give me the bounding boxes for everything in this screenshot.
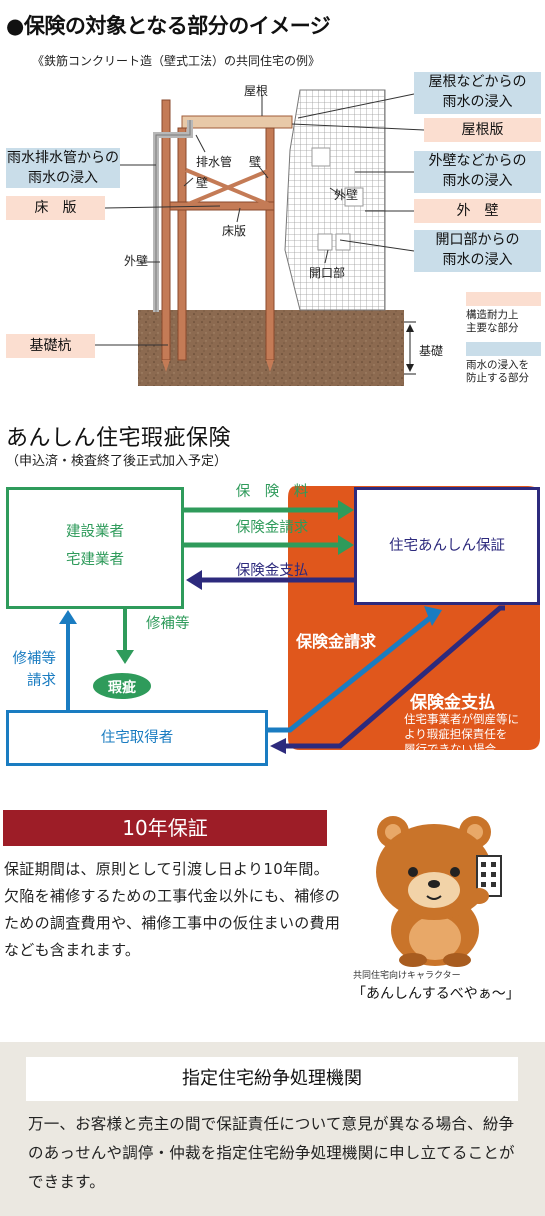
callout-outer-wall: 外 壁 xyxy=(414,199,541,223)
window-mid xyxy=(344,187,364,207)
builder-box: 建設業者 宅建業者 xyxy=(6,487,184,609)
insurer-box: 住宅あんしん保証 xyxy=(354,487,540,605)
defect-badge-shape xyxy=(91,671,153,701)
section1-subtitle: 《鉄筋コンクリート造（壁式工法）の共同住宅の例》 xyxy=(32,54,321,68)
column-left xyxy=(161,99,171,361)
repair-request-line1: 修補等 xyxy=(12,651,57,667)
callout-rain-wall-line1: 外壁などからの xyxy=(428,153,527,169)
outer-wall-mesh xyxy=(284,89,386,311)
orange-note: 住宅事業者が倒産等に より瑕疵担保責任を 履行できない場合 xyxy=(404,712,519,757)
warranty-title: 10年保証 xyxy=(3,810,327,846)
roof-slab xyxy=(181,115,293,129)
arrow-label-premium: 保 険 料 xyxy=(235,484,309,500)
orange-note-line2: より瑕疵担保責任を xyxy=(404,727,508,741)
opening-window-a xyxy=(317,233,333,251)
mascot-caption: 共同住宅向けキャラクター xyxy=(353,971,461,981)
callout-rain-roof-line1: 屋根などからの xyxy=(428,74,527,90)
legend-structural-line1: 構造耐力上 xyxy=(466,309,519,321)
legend-structural: 構造耐力上 主要な部分 xyxy=(466,309,519,335)
callout-rain-opening: 開口部からの 雨水の浸入 xyxy=(414,230,541,272)
callout-rain-roof-line2: 雨水の浸入 xyxy=(442,94,513,110)
orange-claim-label: 保険金請求 xyxy=(296,632,377,651)
orange-payment-label: 保険金支払 xyxy=(410,693,495,713)
label-wall-mid: 壁 xyxy=(196,176,209,190)
callout-rain-wall-line2: 雨水の浸入 xyxy=(442,173,513,189)
legend-rain: 雨水の浸入を 防止する部分 xyxy=(466,359,529,385)
dispute-title: 指定住宅紛争処理機関 xyxy=(26,1057,518,1101)
callout-rain-opening-line2: 雨水の浸入 xyxy=(442,252,513,268)
defect-badge-label: 瑕疵 xyxy=(108,680,136,696)
builder-label-1: 建設業者 xyxy=(66,524,124,540)
builder-label-2: 宅建業者 xyxy=(66,552,124,568)
callout-foundation-pile: 基礎杭 xyxy=(6,334,95,358)
legend-swatch-structural xyxy=(466,292,541,306)
callout-rain-wall: 外壁などからの 雨水の浸入 xyxy=(414,151,541,193)
arrow-label-claim: 保険金請求 xyxy=(235,520,309,536)
column-mid xyxy=(177,127,187,361)
callout-rain-drain-line1: 雨水排水管からの xyxy=(7,150,119,166)
section1-title: ●保険の対象となる部分のイメージ xyxy=(6,14,331,38)
arrow-label-payment: 保険金支払 xyxy=(235,563,309,579)
callout-rain-drain: 雨水排水管からの 雨水の浸入 xyxy=(6,148,120,188)
label-opening: 開口部 xyxy=(309,266,346,280)
mascot-name: 「あんしんするべやぁ〜」 xyxy=(352,986,520,1002)
building-diagram xyxy=(95,89,425,386)
repair-request-line2: 請求 xyxy=(27,673,56,689)
legend-rain-line2: 防止する部分 xyxy=(466,372,529,384)
arrow-label-repair: 修補等 xyxy=(146,616,190,632)
label-roof: 屋根 xyxy=(244,84,269,98)
opening-window-b xyxy=(335,233,351,251)
buyer-label: 住宅取得者 xyxy=(100,730,174,746)
legend-structural-line2: 主要な部分 xyxy=(466,322,519,334)
bear-mascot xyxy=(376,816,502,967)
insurer-label: 住宅あんしん保証 xyxy=(389,538,505,554)
floor-slab xyxy=(169,201,275,211)
legend-rain-line1: 雨水の浸入を xyxy=(466,359,529,371)
buyer-box: 住宅取得者 xyxy=(6,710,268,766)
section2-title: あんしん住宅瑕疵保険 xyxy=(6,426,232,451)
callout-rain-roof: 屋根などからの 雨水の浸入 xyxy=(414,72,541,114)
label-outer-wall-left: 外壁 xyxy=(124,254,149,268)
label-foundation: 基礎 xyxy=(419,344,444,358)
label-floor-slab-inner: 床版 xyxy=(222,224,247,238)
legend-swatch-rain xyxy=(466,342,541,356)
column-right xyxy=(265,127,275,361)
window-upper xyxy=(311,147,331,167)
orange-note-line3: 履行できない場合 xyxy=(404,742,496,756)
label-drain-pipe: 排水管 xyxy=(196,155,233,169)
orange-note-line1: 住宅事業者が倒産等に xyxy=(404,712,519,726)
callout-rain-drain-line2: 雨水の浸入 xyxy=(28,170,98,186)
label-outer-wall-right: 外壁 xyxy=(334,188,359,202)
warranty-body: 保証期間は、原則として引渡し日より10年間。欠陥を補修するための工事代金以外にも… xyxy=(4,860,341,959)
section2-subtitle: （申込済・検査終了後正式加入予定） xyxy=(6,454,228,469)
callout-rain-opening-line1: 開口部からの xyxy=(435,232,520,248)
dispute-body: 万一、お客様と売主の間で保証責任について意見が異なる場合、紛争のあっせんや調停・… xyxy=(28,1115,515,1191)
arrow-label-repair-request: 修補等 請求 xyxy=(6,648,57,692)
callout-floor-slab: 床 版 xyxy=(6,196,105,220)
label-wall-upper: 壁 xyxy=(249,155,262,169)
callout-roof-slab: 屋根版 xyxy=(424,118,541,142)
